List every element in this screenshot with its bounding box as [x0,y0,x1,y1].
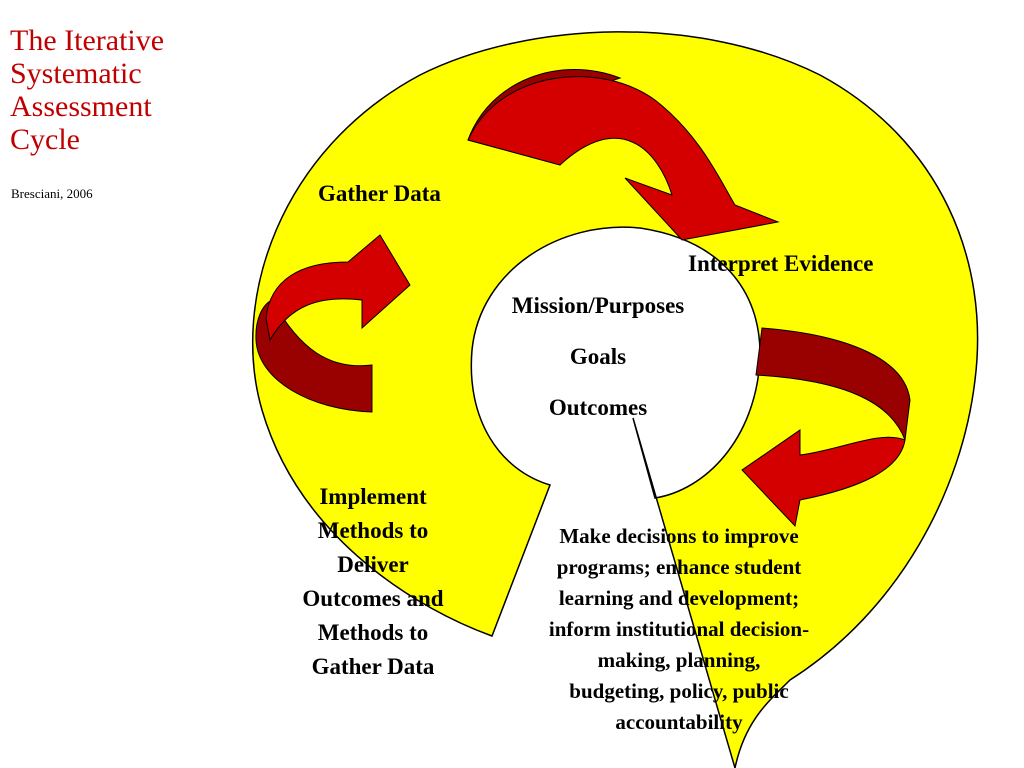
interpret-evidence-label: Interpret Evidence [688,251,874,276]
decisions-line: learning and development; [558,586,800,610]
decisions-line: accountability [615,710,743,734]
title-line: Cycle [10,123,80,156]
implement-line: Implement [319,484,427,509]
implement-line: Outcomes and [302,586,444,611]
implement-methods-label: Implement Methods to Deliver Outcomes an… [283,480,463,684]
implement-line: Gather Data [311,654,435,679]
arrow-front-face [265,234,411,342]
decisions-line: making, planning, [597,648,761,672]
yellow-cycle-disc [251,31,979,768]
slide-title: The Iterative Systematic Assessment Cycl… [10,24,240,156]
arrow-front-face [741,429,906,528]
decisions-line: budgeting, policy, public [569,679,789,703]
decisions-line: inform institutional decision- [548,617,810,641]
implement-line: Methods to [317,620,429,645]
title-line: The Iterative [10,24,165,57]
decisions-line: Make decisions to improve [559,524,799,548]
implement-line: Methods to [317,518,429,543]
decisions-line: programs; enhance student [556,555,802,579]
arrow-implement-to-gather [255,234,411,413]
mission-purposes-label: Mission/Purposes [511,293,685,318]
arrow-front-face [467,76,780,241]
arrow-gather-to-interpret [467,69,780,241]
implement-line: Deliver [337,552,409,577]
title-line: Assessment [10,90,152,123]
goals-label: Goals [569,344,627,369]
title-line: Systematic [10,57,142,90]
gather-data-label: Gather Data [318,181,441,206]
arrow-back-face [255,299,373,413]
make-decisions-label: Make decisions to improve programs; enha… [514,521,844,738]
outcomes-label: Outcomes [548,395,648,420]
arrow-interpret-to-decide [741,327,911,528]
author-credit: Bresciani, 2006 [11,186,93,201]
